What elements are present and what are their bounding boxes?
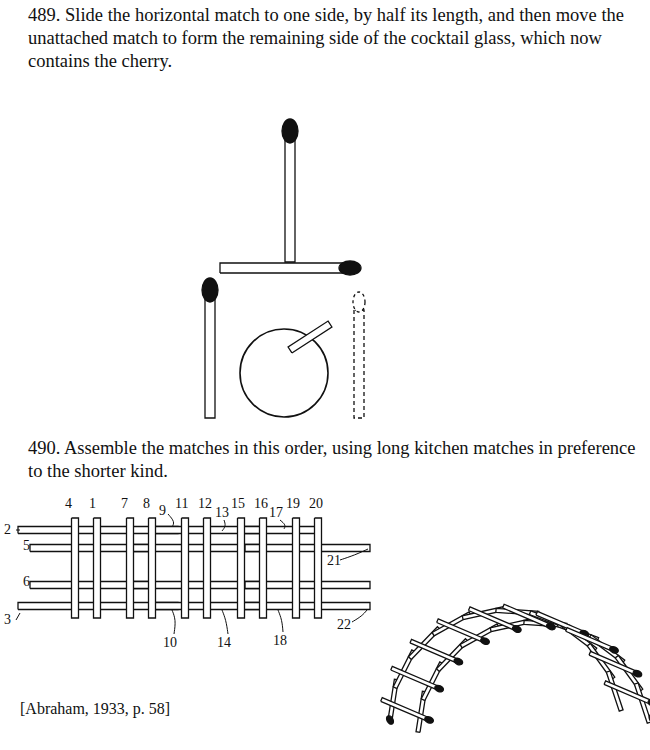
callout-number: 7 — [120, 497, 129, 511]
match-head — [353, 292, 365, 312]
match-head — [453, 657, 464, 666]
puzzle-text: 490. Assemble the matches in this order,… — [28, 437, 643, 483]
leader-line — [16, 613, 20, 620]
match-stick — [315, 518, 322, 618]
leader-line — [222, 520, 225, 531]
match-stick — [240, 527, 320, 534]
match-head — [424, 715, 435, 724]
callout-number: 4 — [64, 497, 73, 511]
match-stick — [293, 518, 300, 618]
callout-number: 17 — [268, 506, 284, 520]
match-head — [202, 278, 218, 302]
match-stick — [72, 518, 79, 618]
match-stick — [238, 518, 245, 618]
match-head — [632, 669, 643, 678]
match-stick — [288, 321, 332, 353]
match-stick — [260, 518, 267, 618]
match-arch — [381, 604, 650, 732]
match-stick — [566, 628, 615, 652]
match-head — [647, 699, 650, 708]
match-head — [480, 637, 491, 646]
leader-line — [352, 610, 367, 622]
callout-number: 21 — [326, 554, 342, 568]
callout-number: 6 — [22, 575, 31, 589]
match-stick — [149, 518, 156, 618]
leader-line — [278, 610, 283, 632]
callout-number: 16 — [253, 497, 269, 511]
match-stick — [182, 518, 189, 618]
match-stick — [204, 518, 211, 618]
match-stick — [127, 518, 134, 618]
callout-number: 2 — [3, 523, 12, 537]
leader-line — [340, 549, 368, 560]
match-stick — [94, 518, 101, 618]
match-stick — [285, 132, 295, 262]
match-stick — [391, 666, 440, 690]
citation: [Abraham, 1933, p. 58] — [20, 700, 170, 718]
match-stick — [604, 681, 650, 705]
callout-number: 14 — [216, 636, 232, 650]
callout-number: 18 — [272, 634, 288, 648]
callout-number: 8 — [142, 497, 151, 511]
leader-line — [222, 610, 228, 634]
callout-number: 19 — [285, 497, 301, 511]
callout-number: 11 — [174, 497, 189, 511]
leader-line — [168, 514, 174, 527]
match-head — [648, 713, 650, 724]
puzzle-text: 489. Slide the horizontal match to one s… — [28, 4, 643, 73]
callout-number: 10 — [162, 636, 178, 650]
leader-line — [16, 530, 20, 531]
callout-number: 9 — [158, 504, 167, 518]
match-stick — [205, 290, 215, 418]
callout-number: 5 — [22, 539, 31, 553]
match-head — [609, 645, 620, 654]
leader-line — [280, 520, 285, 529]
callout-number: 20 — [308, 497, 324, 511]
match-stick — [589, 651, 638, 675]
cherry — [240, 329, 328, 417]
callout-number: 13 — [214, 506, 230, 520]
callout-number: 15 — [230, 497, 246, 511]
leader-line — [172, 610, 175, 634]
match-stick — [437, 619, 486, 643]
match-head — [282, 119, 298, 143]
match-stick — [354, 310, 364, 418]
match-stick — [220, 263, 350, 273]
match-stick — [410, 639, 459, 663]
match-head — [512, 625, 523, 634]
cocktail-glass-figure — [202, 119, 365, 418]
match-lattice — [16, 514, 370, 634]
callout-number: 22 — [336, 618, 352, 632]
match-head — [339, 261, 361, 275]
callout-number: 1 — [88, 497, 97, 511]
match-head — [385, 715, 395, 726]
match-head — [434, 684, 445, 693]
callout-number: 12 — [197, 497, 213, 511]
callout-number: 3 — [3, 613, 12, 627]
